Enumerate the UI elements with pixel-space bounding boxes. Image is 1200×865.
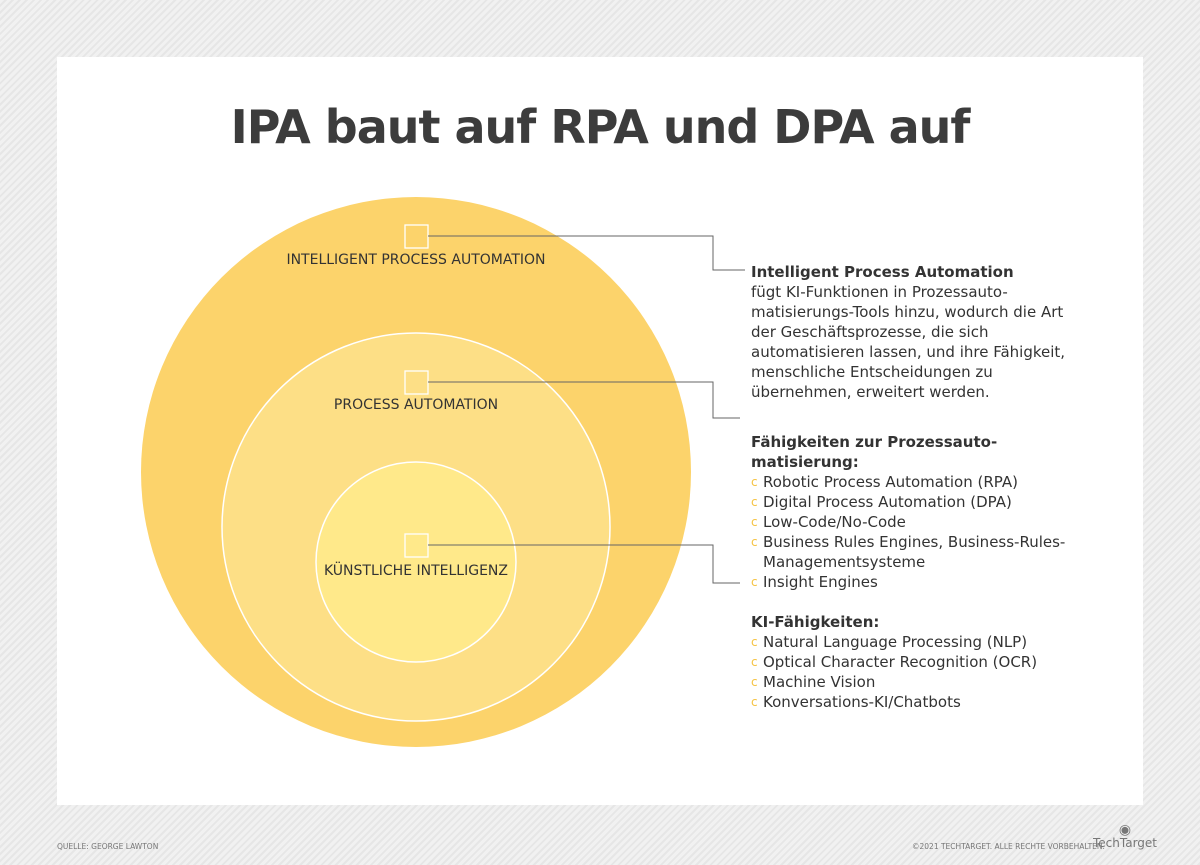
bullet-icon: c [751, 535, 758, 549]
connector-line [428, 235, 745, 271]
list-item-text: Insight Engines [763, 573, 878, 591]
bullet-icon: c [751, 495, 758, 509]
list-item: c Konversations-KI/Chatbots [751, 692, 1071, 712]
list-item-text: Digital Process Automation (DPA) [763, 493, 1012, 511]
list-item: c Optical Character Recognition (OCR) [751, 652, 1071, 672]
page-title: IPA baut auf RPA und DPA auf [230, 100, 971, 154]
copyright: ©2021 TECHTARGET. ALLE RECHTE VORBEHALTE… [912, 842, 1105, 851]
list-item-text: Natural Language Processing (NLP) [763, 633, 1028, 651]
bullet-icon: c [751, 655, 758, 669]
bullet-icon: c [751, 475, 758, 489]
bullet-icon: c [751, 635, 758, 649]
list-item-text: Business Rules Engines, Business-Rules-M… [763, 533, 1066, 571]
list-item-text: Optical Character Recognition (OCR) [763, 653, 1038, 671]
eye-icon: ◉ [1118, 822, 1132, 838]
list-item: c Natural Language Processing (NLP) [751, 632, 1071, 652]
bullet-icon: c [751, 515, 758, 529]
list-item: c Digital Process Automation (DPA) [751, 492, 1071, 512]
middle-circle-label: PROCESS AUTOMATION [333, 397, 499, 413]
pa-heading: Fähigkeiten zur Prozessauto-matisierung: [751, 433, 998, 471]
list-item-text: Machine Vision [763, 673, 876, 691]
outer-circle-label: INTELLIGENT PROCESS AUTOMATION [286, 252, 546, 268]
ipa-heading: Intelligent Process Automation [751, 263, 1014, 281]
connector-line [428, 381, 740, 419]
list-item-text: Robotic Process Automation (RPA) [763, 473, 1018, 491]
ipa-body: fügt KI-Funktionen in Prozessauto-matisi… [751, 283, 1066, 401]
list-item: c Insight Engines [751, 572, 1071, 592]
source-note: QUELLE: GEORGE LAWTON [57, 842, 159, 851]
list-item: c Low-Code/No-Code [751, 512, 1071, 532]
description-panel: Intelligent Process Automation fügt KI-Fu… [751, 262, 1071, 732]
techtarget-logo: ◉TechTarget [1093, 822, 1158, 850]
list-item-text: Low-Code/No-Code [763, 513, 906, 531]
inner-circle-label: KÜNSTLICHE INTELLIGENZ [324, 563, 508, 579]
list-item: c Robotic Process Automation (RPA) [751, 472, 1071, 492]
inner-circle [315, 461, 517, 663]
connector-line [428, 544, 740, 584]
list-item: c Machine Vision [751, 672, 1071, 692]
bullet-icon: c [751, 575, 758, 589]
logo-text: TechTarget [1093, 836, 1158, 850]
list-item-text: Konversations-KI/Chatbots [763, 693, 961, 711]
list-item: c Business Rules Engines, Business-Rules-… [751, 532, 1071, 572]
bullet-icon: c [751, 695, 758, 709]
ki-heading: KI-Fähigkeiten: [751, 613, 880, 631]
bullet-icon: c [751, 675, 758, 689]
